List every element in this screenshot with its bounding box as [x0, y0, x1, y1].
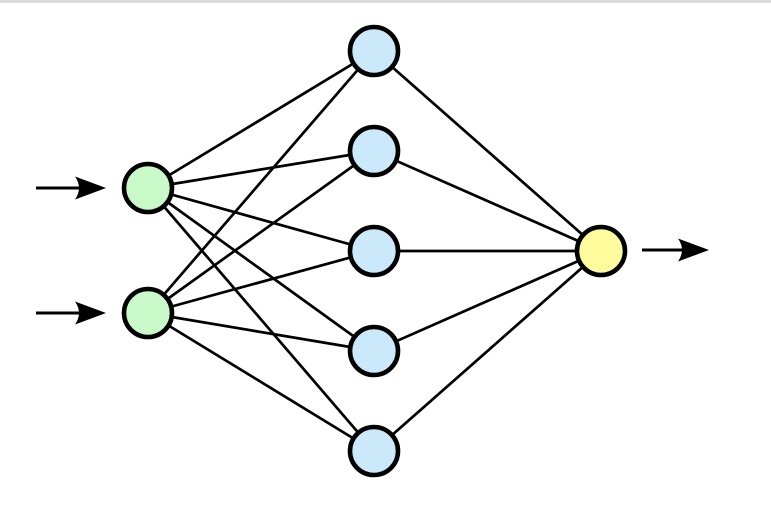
hidden-node-4 — [347, 324, 401, 378]
output-arrow-head-icon — [678, 238, 709, 262]
input-arrow-2-head-icon — [75, 301, 106, 325]
edge-i1-h5 — [146, 187, 376, 452]
edge-i1-h1 — [147, 49, 375, 190]
hidden-node-2 — [347, 124, 401, 178]
edge-i2-h5 — [147, 311, 375, 453]
input-arrow-1 — [36, 176, 106, 200]
hidden-node-3 — [347, 224, 401, 278]
edge-h2-o1 — [373, 149, 602, 253]
input-arrow-1-head-icon — [75, 176, 106, 200]
input-node-2 — [121, 286, 175, 340]
edge-i2-h4 — [147, 311, 375, 353]
edge-h4-o1 — [373, 249, 602, 353]
hidden-node-5 — [347, 424, 401, 478]
edge-i1-h2 — [147, 149, 375, 190]
edge-i1-h3 — [147, 186, 375, 253]
input-node-1 — [121, 161, 175, 215]
edge-i2-h1 — [146, 50, 376, 314]
edge-i1-h4 — [147, 186, 375, 353]
output-arrow — [642, 238, 709, 262]
edge-i2-h3 — [147, 249, 375, 315]
input-arrow-2 — [36, 301, 106, 325]
edge-i2-h2 — [147, 149, 375, 315]
edge-h5-o1 — [373, 249, 602, 453]
output-node-1 — [574, 224, 628, 278]
top-divider — [0, 0, 771, 3]
edge-h1-o1 — [373, 49, 602, 253]
hidden-node-1 — [347, 24, 401, 78]
